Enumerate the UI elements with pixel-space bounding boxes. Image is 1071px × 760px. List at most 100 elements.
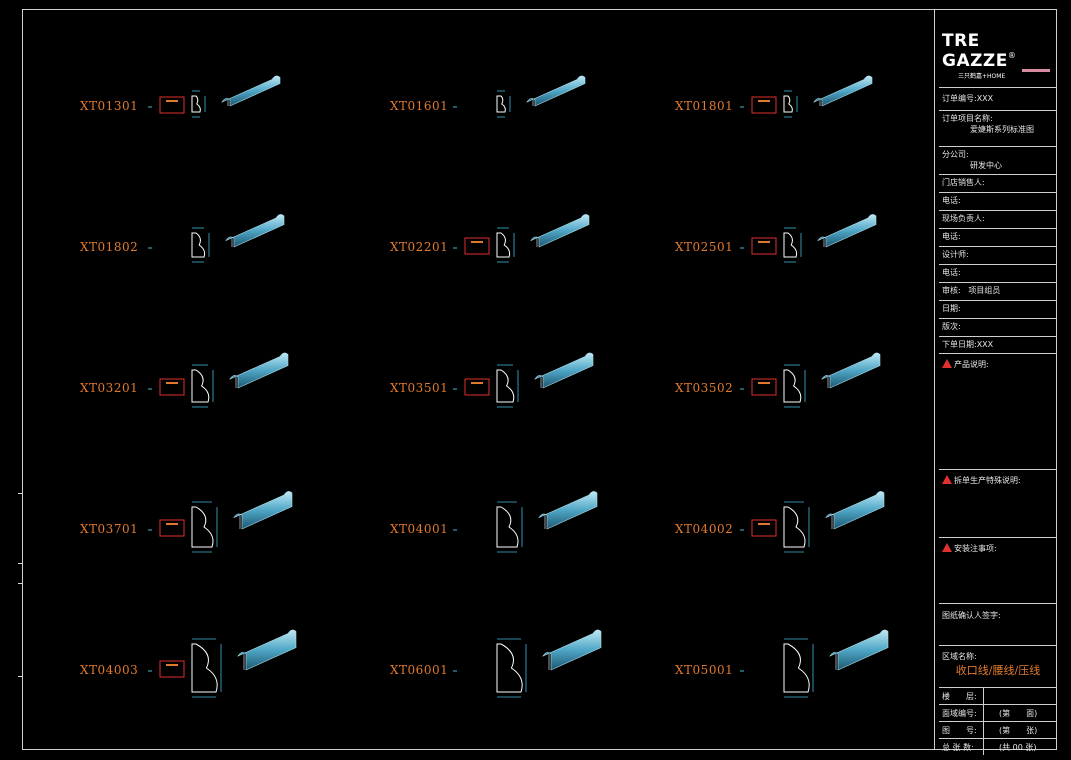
3d-molding-view: [530, 214, 590, 248]
logo-wordmark: TRE GAZZE: [942, 31, 1008, 71]
drawing-no-row: 图 号: (第 张): [939, 721, 1057, 738]
3d-molding-view: [829, 629, 889, 671]
product-code[interactable]: XT03501: [390, 381, 449, 395]
profile-section: [191, 506, 214, 548]
phone-field: 电话:: [939, 192, 1057, 210]
floor-label: 楼 层:: [942, 692, 977, 701]
phone-field: 电话:: [939, 228, 1057, 246]
profile-section: [496, 506, 519, 548]
store-contact: 门店销售人:: [939, 174, 1057, 192]
profile-drawings: [148, 75, 889, 698]
product-description: 产品说明:: [939, 353, 1057, 469]
product-code[interactable]: XT01301: [80, 99, 139, 113]
warning-icon: [942, 359, 952, 368]
floor-row: 楼 层:: [939, 687, 1057, 704]
profile-section: [496, 95, 506, 113]
label-box: [751, 96, 777, 114]
category-value: 收口线/腰线/压线: [955, 664, 1041, 677]
profile-section: [783, 643, 810, 693]
install-notes: 安装注事项:: [939, 537, 1057, 603]
area-field: 区域名称: 收口线/腰线/压线: [939, 645, 1057, 687]
3d-molding-view: [825, 491, 885, 530]
review-label: 审核:: [942, 286, 961, 295]
order-number: 订单编号:XXX: [939, 87, 1057, 110]
3d-molding-view: [821, 352, 881, 389]
project-value: 爱婕斯系列标准图: [970, 125, 1034, 134]
logo-registered-mark: ®: [1007, 51, 1016, 60]
special-notes-label: 拆单生产特殊说明:: [954, 476, 1021, 485]
edge-tick: [18, 676, 22, 677]
project-name-field: 订单项目名称: 爱婕斯系列标准图: [939, 110, 1057, 146]
3d-molding-view: [233, 491, 293, 530]
version-field: 版次:: [939, 318, 1057, 336]
3d-molding-view: [817, 214, 877, 248]
label-box: [159, 660, 185, 678]
label-box: [751, 237, 777, 255]
3d-molding-view: [229, 352, 289, 389]
face-row: 面域编号: (第 面): [939, 704, 1057, 721]
product-code[interactable]: XT03701: [80, 522, 139, 536]
label-box: [464, 237, 490, 255]
logo-accent-bar: [1022, 69, 1050, 72]
brand-logo: TRE GAZZE® 三只鹤嘉+HOME: [942, 31, 1054, 80]
total-sheets-row: 总 张 数: (共 00 张): [939, 738, 1057, 755]
face-label: 面域编号:: [942, 709, 977, 718]
profile-section: [783, 369, 802, 403]
product-code[interactable]: XT01601: [390, 99, 449, 113]
drawing-frame: [22, 9, 1057, 750]
total-sheets-label: 总 张 数:: [942, 743, 974, 752]
3d-molding-view: [526, 75, 586, 107]
review-field: 审核: 项目组员: [939, 282, 1057, 300]
site-contact: 现场负责人:: [939, 210, 1057, 228]
profile-section: [496, 643, 523, 693]
branch-value: 研发中心: [970, 161, 1002, 170]
special-notes: 拆单生产特殊说明:: [939, 469, 1057, 537]
label-box: [159, 378, 185, 396]
product-code[interactable]: XT02201: [390, 240, 449, 254]
total-sheets-value: (共 00 张): [999, 743, 1037, 752]
title-block-divider: [934, 9, 935, 750]
profile-section: [496, 232, 511, 258]
profile-section: [191, 643, 218, 693]
profile-section: [783, 95, 793, 113]
product-code[interactable]: XT01802: [80, 240, 139, 254]
logo-subtitle: 三只鹤嘉+HOME: [958, 73, 1006, 80]
confirm-signature: 图纸确认人签字:: [939, 603, 1057, 645]
face-value: (第 面): [999, 709, 1038, 718]
product-code[interactable]: XT04001: [390, 522, 449, 536]
product-code[interactable]: XT04002: [675, 522, 734, 536]
order-date: 下单日期:XXX: [939, 336, 1057, 353]
warning-icon: [942, 475, 952, 484]
product-code[interactable]: XT02501: [675, 240, 734, 254]
branch-field: 分公司: 研发中心: [939, 146, 1057, 174]
phone-field: 电话:: [939, 264, 1057, 282]
product-desc-label: 产品说明:: [954, 360, 989, 369]
date-field: 日期:: [939, 300, 1057, 318]
drawing-no-value: (第 张): [999, 726, 1038, 735]
profile-section: [191, 95, 201, 113]
3d-molding-view: [225, 214, 285, 248]
3d-molding-view: [538, 491, 598, 530]
branch-label: 分公司:: [942, 150, 969, 159]
product-code[interactable]: XT03502: [675, 381, 734, 395]
product-code[interactable]: XT03201: [80, 381, 139, 395]
3d-molding-view: [237, 629, 297, 671]
title-block: TRE GAZZE® 三只鹤嘉+HOME 订单编号:XXX 订单项目名称: 爱婕…: [939, 9, 1057, 755]
product-code[interactable]: XT05001: [675, 663, 734, 677]
drawing-no-label: 图 号:: [942, 726, 977, 735]
review-value: 项目组员: [968, 286, 1001, 295]
project-label: 订单项目名称:: [942, 114, 993, 123]
edge-tick: [18, 583, 22, 584]
product-code[interactable]: XT01801: [675, 99, 734, 113]
label-box: [751, 519, 777, 537]
profile-section: [783, 232, 798, 258]
product-code[interactable]: XT04003: [80, 663, 139, 677]
label-box: [159, 519, 185, 537]
warning-icon: [942, 543, 952, 552]
profile-section: [191, 232, 206, 258]
3d-molding-view: [542, 629, 602, 671]
3d-molding-view: [221, 75, 281, 107]
3d-molding-view: [534, 352, 594, 389]
designer-field: 设计师:: [939, 246, 1057, 264]
product-code[interactable]: XT06001: [390, 663, 449, 677]
